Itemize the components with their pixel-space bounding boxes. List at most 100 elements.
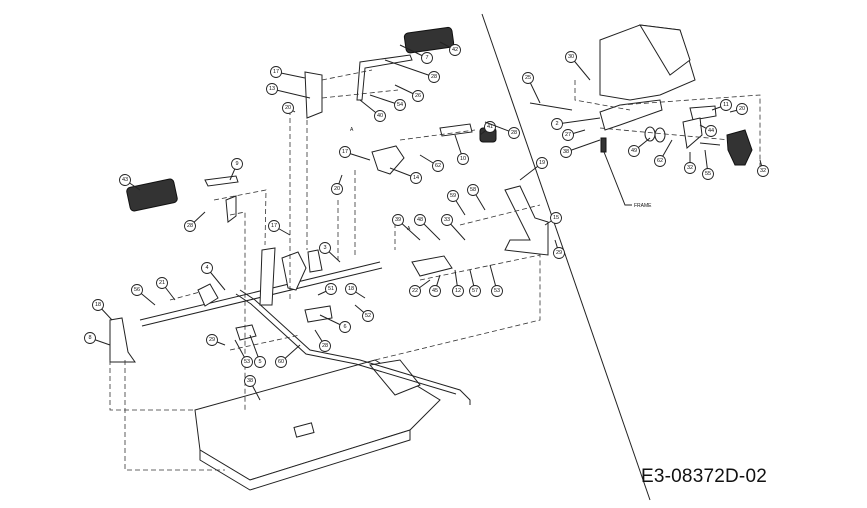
callout-number: 44 [708,128,714,134]
callout-38: 38 [244,375,261,401]
callout-number: 13 [269,86,275,92]
callout-18: 18 [92,299,113,321]
callout-5: 5 [249,334,266,368]
callout-circle [428,71,440,83]
callout-circle [270,66,282,78]
callout-15: 15 [544,212,562,226]
callout-circle [560,146,572,158]
callout-28: 28 [384,59,440,83]
callout-number: 29 [556,250,562,256]
callout-circle [92,299,104,311]
callout-circle [362,310,374,322]
callout-39: 39 [392,214,421,241]
callout-32: 32 [757,159,769,177]
callout-number: 53 [244,359,250,365]
callout-circle [429,285,441,297]
callout-number: 6 [343,324,346,330]
callout-20: 20 [729,103,748,115]
callout-number: 57 [472,288,478,294]
callout-circle [449,44,461,56]
callout-circle [757,165,769,177]
callout-30: 30 [565,51,591,81]
callout-circle [720,99,732,111]
callout-60: 60 [275,344,301,368]
callout-number: 14 [413,175,419,181]
callout-number: 27 [565,132,571,138]
callout-circle [156,277,168,289]
callout-29: 29 [206,334,226,346]
callout-13: 13 [266,83,311,99]
callout-49: 49 [628,137,651,157]
callout-number: 62 [435,163,441,169]
callout-number: 25 [525,75,531,81]
callout-number: 19 [539,160,545,166]
callout-circle [184,220,196,232]
callout-number: 18 [95,302,101,308]
callout-11: 11 [711,99,732,111]
callout-circle [457,153,469,165]
frame-label: FRAME [634,203,652,209]
callout-number: 28 [187,223,193,229]
callout-number: 33 [444,217,450,223]
callout-27: 27 [562,129,586,141]
callout-circle [553,247,565,259]
callout-circle [452,285,464,297]
callout-number: 20 [739,106,745,112]
callout-circle [319,242,331,254]
callout-40: 40 [359,99,386,122]
callout-22: 22 [409,279,431,297]
callout-circle [508,127,520,139]
callout-circle [345,283,357,295]
callout-number: 52 [365,313,371,319]
callout-29: 29 [553,239,565,259]
callout-number: 62 [657,158,663,164]
callout-number: 43 [122,177,128,183]
callout-number: 40 [377,113,383,119]
callout-59: 59 [447,190,466,216]
callout-circle [275,356,287,368]
callout-number: 38 [563,149,569,155]
callout-circle [654,155,666,167]
callout-circle [684,162,696,174]
callout-circle [201,262,213,274]
callout-14: 14 [389,167,422,184]
callout-number: 28 [511,130,517,136]
callout-32: 32 [684,152,696,174]
base-plate [194,359,441,491]
callout-circle [254,356,266,368]
callout-28: 28 [484,121,520,139]
callout-circle [628,145,640,157]
callout-number: 3 [323,245,326,251]
callout-number: 32 [760,168,766,174]
callout-number: 54 [397,102,403,108]
section-marker-a: A [350,127,354,133]
callout-number: 30 [568,54,574,60]
callout-number: 10 [460,156,466,162]
frame-leader [603,151,632,206]
callout-number: 55 [705,171,711,177]
callout-number: 20 [285,105,291,111]
callout-58: 58 [467,184,486,211]
callout-20: 20 [331,174,343,195]
callout-circle [119,174,131,186]
callout-28: 28 [184,211,206,232]
pedal-pads [126,26,497,212]
callout-leader [384,59,435,78]
callout-circle [268,220,280,232]
callout-circle [339,321,351,333]
callout-number: 41 [487,124,493,130]
callout-circle [550,212,562,224]
right-assembly [529,24,753,166]
callout-28: 28 [314,329,331,352]
callout-7: 7 [399,44,433,64]
callout-number: 53 [494,288,500,294]
callout-circle [484,121,496,133]
callout-circle [432,160,444,172]
callout-18: 18 [345,283,366,299]
callout-number: 26 [415,93,421,99]
callout-circle [325,283,337,295]
callout-number: 29 [209,337,215,343]
alignment-lines [109,69,761,471]
callout-circle [282,102,294,114]
callout-circle [374,110,386,122]
